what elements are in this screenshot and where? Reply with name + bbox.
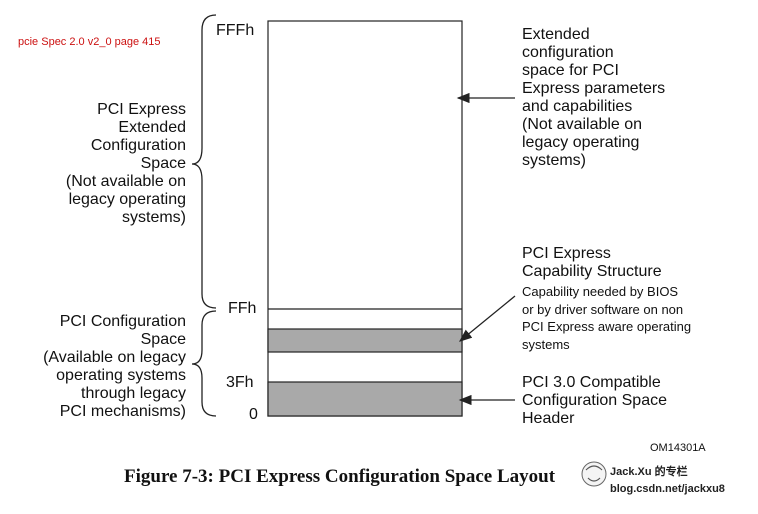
left-label-extended: PCI Express Extended Configuration Space… [66, 101, 186, 227]
watermark-line: blog.csdn.net/jackxu8 [610, 483, 725, 495]
watermark: Jack.Xu 的专栏 blog.csdn.net/jackxu8 [610, 464, 725, 498]
right-extended-line: Extended [522, 26, 590, 43]
left-extended-line: Extended [118, 119, 186, 136]
capability-body-line: systems [522, 336, 570, 352]
left-config-line: PCI Configuration [59, 313, 186, 330]
config-space-brace [191, 310, 217, 417]
right-label-extended: Extended configuration space for PCI Exp… [522, 26, 665, 170]
capability-title-line: PCI Express [522, 245, 611, 262]
capability-body-line: PCI Express aware operating [522, 319, 692, 334]
right-label-capability-body: Capability needed by BIOS or by driver s… [522, 283, 691, 353]
left-extended-line: PCI Express [97, 101, 186, 118]
address-ffh: FFh [228, 300, 257, 317]
config-space-box [267, 20, 463, 417]
address-fffh: FFFh [216, 22, 255, 39]
left-extended-line: (Not available on [65, 173, 186, 190]
right-extended-line: legacy operating [522, 134, 640, 151]
header-line: PCI 3.0 Compatible [522, 374, 661, 391]
figure-id: OM14301A [650, 442, 706, 454]
right-extended-line: Express parameters [522, 80, 666, 97]
right-label-capability-title: PCI Express Capability Structure [522, 245, 662, 281]
capability-title-line: Capability Structure [522, 263, 662, 280]
left-config-line: Space [140, 331, 186, 348]
header-line: Header [522, 410, 575, 427]
right-extended-line: space for PCI [522, 62, 619, 79]
watermark-line: Jack.Xu 的专栏 [610, 466, 688, 478]
left-config-line: through legacy [81, 385, 186, 402]
capability-arrow [458, 295, 516, 342]
right-label-header: PCI 3.0 Compatible Configuration Space H… [522, 374, 667, 428]
left-config-line: PCI mechanisms) [59, 403, 186, 420]
extended-space-brace [191, 14, 217, 309]
left-extended-line: systems) [122, 209, 186, 226]
address-3fh: 3Fh [226, 374, 254, 391]
capability-structure-block [267, 328, 463, 353]
compatible-header-block [267, 381, 463, 417]
right-extended-line: systems) [522, 152, 586, 169]
figure-caption: Figure 7-3: PCI Express Configuration Sp… [124, 466, 556, 487]
right-extended-line: configuration [522, 44, 614, 61]
header-line: Configuration Space [522, 392, 667, 409]
left-extended-line: Configuration [90, 137, 186, 154]
left-config-line: (Available on legacy [43, 349, 186, 366]
left-extended-line: legacy operating [68, 191, 186, 208]
right-extended-line: (Not available on [522, 116, 643, 133]
capability-body-line: or by driver software on non [522, 301, 684, 317]
address-zero: 0 [249, 406, 258, 423]
left-label-config: PCI Configuration Space (Available on le… [43, 313, 186, 421]
right-extended-line: and capabilities [522, 98, 633, 115]
source-note: pcie Spec 2.0 v2_0 page 415 [18, 36, 161, 48]
capability-body-line: Capability needed by BIOS [522, 284, 679, 299]
left-extended-line: Space [140, 155, 186, 172]
left-config-line: operating systems [56, 367, 186, 384]
